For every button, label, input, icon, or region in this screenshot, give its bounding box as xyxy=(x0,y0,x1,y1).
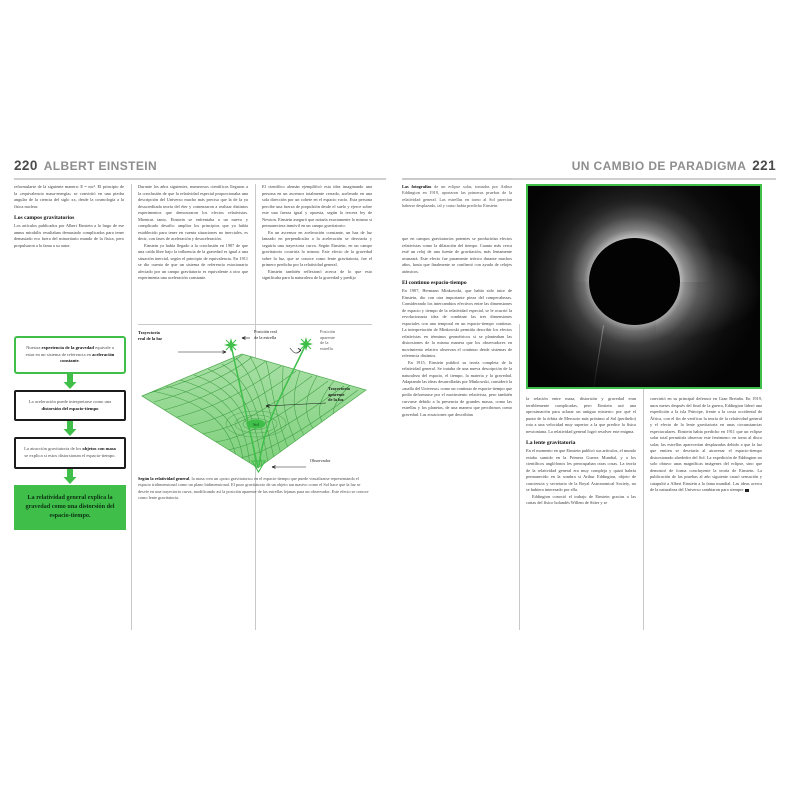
flow-b1-t1: Nuestra xyxy=(26,345,42,350)
left-col1-heading: Los campos gravitatorios xyxy=(14,215,75,222)
diagram-graphic: Sol xyxy=(141,336,367,474)
right-col1-para3: En 1915, Einstein publicó su teoría comp… xyxy=(402,359,512,417)
right-col-2: la relación entre masa, distorsión y gra… xyxy=(526,396,636,630)
right-page: UN CAMBIO DE PARADIGMA 221 Las fotografí… xyxy=(402,150,776,630)
right-running-title: UN CAMBIO DE PARADIGMA xyxy=(571,159,747,173)
flowchart-box-4: La relatividad general explica la graved… xyxy=(14,484,126,530)
left-header-rule xyxy=(14,178,386,180)
photo-caption-lead: Las fotografías xyxy=(402,184,432,189)
apparent-star-icon xyxy=(299,337,313,351)
right-header-rule xyxy=(402,178,776,180)
flowchart-box-3: La atracción gravitatoria de los objetos… xyxy=(14,437,126,469)
right-col1-para2: En 1907, Hermann Minkowski, que había si… xyxy=(402,288,512,359)
right-columns: Las fotografías de un eclipse solar, tom… xyxy=(402,178,776,630)
flow-b1-t3: equivale a estar en un sistema de refere… xyxy=(25,345,114,357)
left-col1-para1: reformularse de la siguiente manera: E =… xyxy=(14,184,124,209)
moon-disc xyxy=(589,238,680,325)
flow-b1-t4: aceleración constante xyxy=(60,351,115,364)
flow-b3-t2: objetos con masa xyxy=(82,446,116,452)
right-column-rule-2 xyxy=(643,184,644,630)
caption-rule xyxy=(402,178,512,180)
real-star-icon xyxy=(224,338,238,352)
left-columns: reformularse de la siguiente manera: E =… xyxy=(14,184,386,630)
flow-b3-t1: La atracción gravitatoria de los xyxy=(24,446,83,452)
left-col2-para1: Durante los años siguientes, numerosos c… xyxy=(138,184,248,242)
photo-caption-rest: de un eclipse solar, tomadas por Arthur … xyxy=(402,184,512,209)
label-observer: Observador xyxy=(310,458,331,463)
right-col3-text: convirtió en su principal defensor en Gr… xyxy=(650,396,762,493)
spacetime-sheet xyxy=(141,353,367,469)
eclipse-photo-caption: Las fotografías de un eclipse solar, tom… xyxy=(402,178,512,210)
right-col1-heading: El continuo espacio-tiempo xyxy=(402,280,467,287)
right-col2-heading: La lente gravitatoria xyxy=(526,440,576,447)
diagram-caption-rest: , la masa crea un «pozo gravitatorio» en… xyxy=(138,476,369,501)
right-running-head: UN CAMBIO DE PARADIGMA 221 xyxy=(572,158,776,176)
left-col-1: reformularse de la siguiente manera: E =… xyxy=(14,184,124,630)
right-column-rule-1 xyxy=(519,324,520,630)
left-col-3: El científico alemán ejemplificó esta id… xyxy=(262,184,372,630)
left-running-head: 220 ALBERT EINSTEIN xyxy=(14,158,157,176)
flow-b3-t3: se explica si estos distorsionan el espa… xyxy=(24,452,116,458)
right-col2-para3: Eddington conoció el trabajo de Einstein… xyxy=(526,493,636,506)
left-col1-para2: Los artículos publicados por Albert Eins… xyxy=(14,223,124,248)
eclipse-corona xyxy=(528,186,760,387)
right-folio: 221 xyxy=(752,158,776,173)
flowchart-box-2: La aceleración puede interpretarse como … xyxy=(14,389,126,422)
left-folio: 220 xyxy=(14,158,38,173)
left-col3-para3: Einstein también reflexionó acerca de lo… xyxy=(262,268,372,281)
left-col2-para2: Einstein ya había llegado a la conclusió… xyxy=(138,242,248,281)
flow-arrow-2 xyxy=(14,421,126,437)
eclipse-photograph xyxy=(526,184,762,389)
end-of-article-mark xyxy=(745,488,749,492)
flow-b1-t2: experiencia de la gravedad xyxy=(41,345,94,350)
right-col-1: que en campos gravitatorios potentes se … xyxy=(402,236,512,630)
diagram-caption-lead: Según la relatividad general xyxy=(138,476,190,481)
spread: 220 ALBERT EINSTEIN reformularse de la s… xyxy=(0,150,790,630)
right-col1-para1: que en campos gravitatorios potentes se … xyxy=(402,236,512,274)
flow-arrow-1 xyxy=(14,373,126,390)
right-col2-para2: En el momento en que Einstein publicó su… xyxy=(526,448,636,493)
flow-arrow-3 xyxy=(14,468,126,485)
flow-b2-t2: distorsión del espacio-tiempo xyxy=(41,405,99,411)
sun-marker xyxy=(246,419,266,429)
observer-icon xyxy=(251,460,266,474)
left-col3-para2: En un ascensor en aceleración constante,… xyxy=(262,229,372,268)
left-col3-para1: El científico alemán ejemplificó esta id… xyxy=(262,184,372,229)
flowchart-box-1: Nuestra experiencia de la gravedad equiv… xyxy=(14,336,126,374)
corona-streamer xyxy=(592,324,604,387)
spacetime-curvature-diagram: Sol xyxy=(138,324,372,539)
left-running-title: ALBERT EINSTEIN xyxy=(43,159,158,173)
right-col3-para1: convirtió en su principal defensor en Gr… xyxy=(650,396,762,494)
left-page: 220 ALBERT EINSTEIN reformularse de la s… xyxy=(14,150,386,630)
svg-text:Sol: Sol xyxy=(253,422,259,427)
left-column-rule-1 xyxy=(131,184,132,630)
apparent-light-path xyxy=(258,343,307,467)
right-col-3: convirtió en su principal defensor en Gr… xyxy=(650,396,762,630)
diagram-top-rule xyxy=(138,324,372,325)
gravity-flowchart: Nuestra experiencia de la gravedad equiv… xyxy=(14,336,126,530)
flow-b2-t1: La aceleración puede interpretarse como … xyxy=(28,398,112,404)
diagram-caption: Según la relatividad general, la masa cr… xyxy=(138,476,370,501)
right-col2-para1: la relación entre masa, distorsión y gra… xyxy=(526,396,636,434)
left-col-2: Durante los años siguientes, numerosos c… xyxy=(138,184,248,630)
real-light-path xyxy=(230,344,259,469)
diagram-leaders xyxy=(178,336,327,469)
flow-b1-t5: . xyxy=(78,358,80,364)
